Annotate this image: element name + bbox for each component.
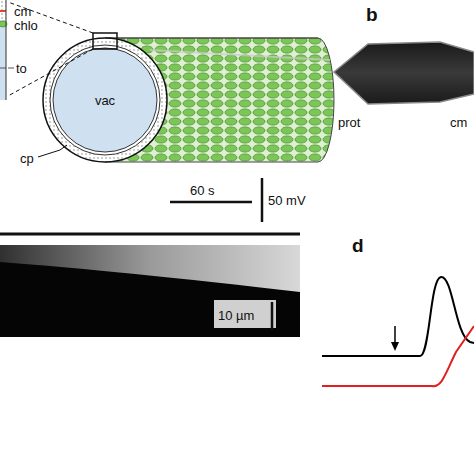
scale-label: 50 mV — [268, 194, 306, 207]
part-label: cp — [20, 152, 34, 165]
panel-letter: d — [352, 236, 364, 255]
part-label: cm — [450, 116, 467, 129]
scale-label: 10 µm — [218, 309, 254, 322]
part-label: vac — [95, 94, 115, 107]
part-label: to — [16, 62, 27, 75]
part-label: cm — [14, 5, 31, 18]
part-label: prot — [338, 116, 360, 129]
part-label: chlo — [14, 19, 38, 32]
scale-label: 60 s — [190, 184, 215, 197]
panel-letter: b — [366, 5, 378, 24]
